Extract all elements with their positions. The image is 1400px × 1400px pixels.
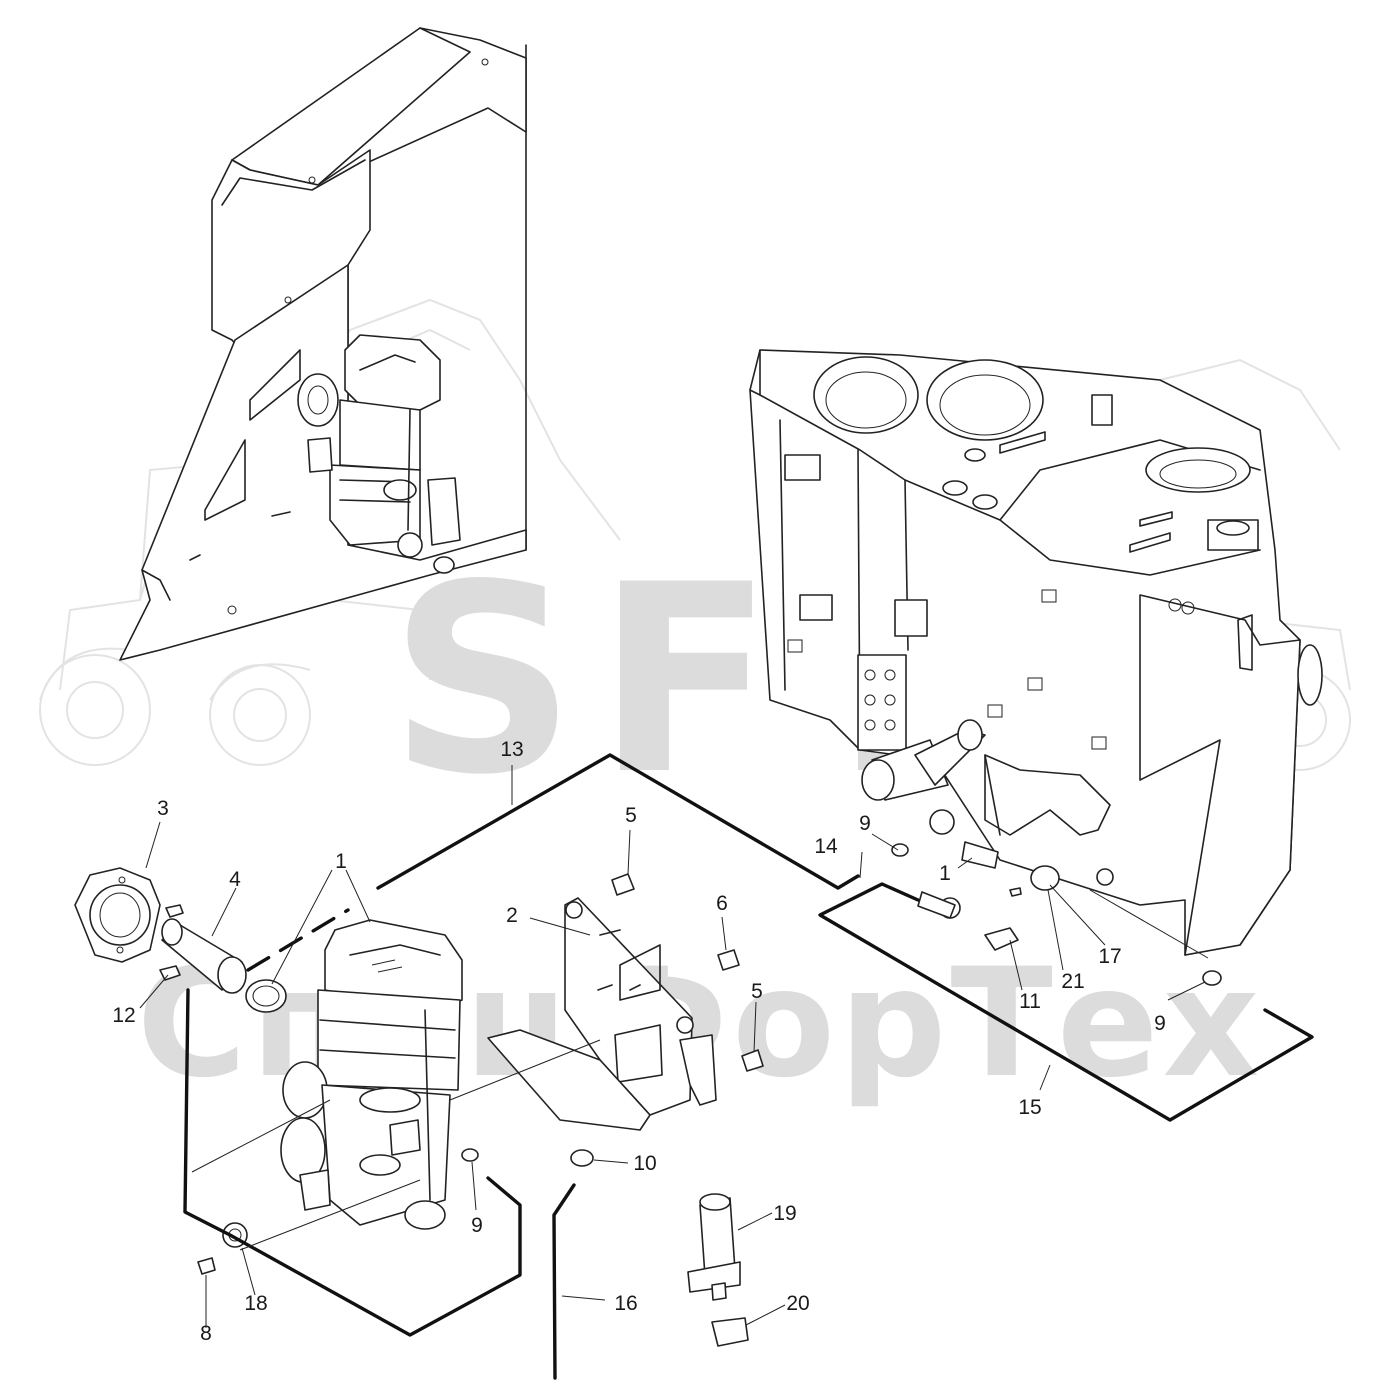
callout-19: 19 <box>773 1202 796 1225</box>
exploded-heater-view <box>74 809 1222 1347</box>
leader-lines <box>139 765 1209 1328</box>
callout-18: 18 <box>244 1292 267 1315</box>
callout-20: 20 <box>786 1292 809 1315</box>
callout-16: 16 <box>614 1292 637 1315</box>
callout-9-left: 9 <box>471 1214 483 1237</box>
callout-1-left: 1 <box>335 850 347 873</box>
callout-17: 17 <box>1098 945 1121 968</box>
callout-10: 10 <box>633 1152 656 1175</box>
callout-5-bottom: 5 <box>751 980 763 1003</box>
callout-2: 2 <box>506 904 518 927</box>
heater-unit-icon <box>280 919 463 1230</box>
hose-13-dash <box>246 908 350 972</box>
callout-8: 8 <box>200 1322 212 1345</box>
mounting-bracket-icon <box>487 897 717 1131</box>
installed-heater-view <box>119 27 527 661</box>
hose-16 <box>552 1183 576 1380</box>
cab-frame-icon <box>749 349 1323 956</box>
exhaust-flange-icon <box>74 867 161 963</box>
hose-15 <box>818 882 1314 1122</box>
hoses <box>183 753 1314 1380</box>
callout-21: 21 <box>1061 970 1084 993</box>
callout-9-top: 9 <box>859 812 871 835</box>
hose-13 <box>376 753 860 890</box>
heater-small-icon <box>297 334 461 574</box>
callout-5-top: 5 <box>625 804 637 827</box>
callout-1-right: 1 <box>939 862 951 885</box>
callout-15: 15 <box>1018 1096 1041 1119</box>
hose-8-loop <box>183 988 522 1337</box>
exhaust-pipe-icon <box>161 918 247 994</box>
callout-14: 14 <box>814 835 838 858</box>
callouts: 13 3 4 1 2 5 6 5 12 9 10 19 18 8 16 20 9… <box>112 738 1166 1345</box>
cab-frame-view <box>749 349 1323 956</box>
callout-4: 4 <box>229 868 241 891</box>
callout-12: 12 <box>112 1004 135 1027</box>
fuel-pump-icon <box>687 1193 741 1301</box>
callout-13: 13 <box>500 738 523 761</box>
callout-3: 3 <box>157 797 169 820</box>
callout-9-right: 9 <box>1154 1012 1166 1035</box>
callout-6: 6 <box>716 892 728 915</box>
callout-11: 11 <box>1019 990 1041 1013</box>
